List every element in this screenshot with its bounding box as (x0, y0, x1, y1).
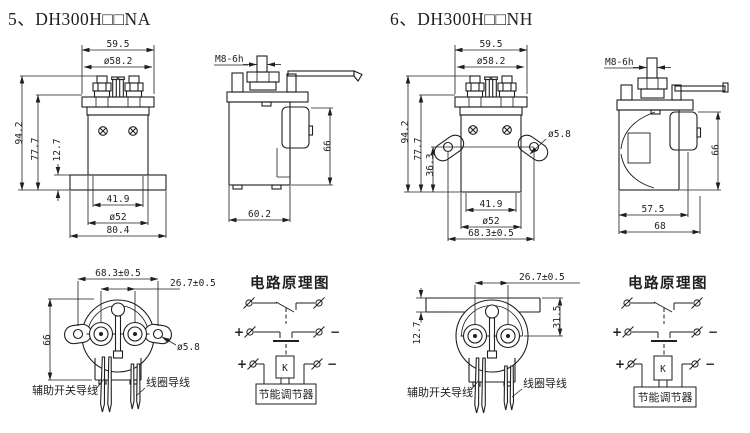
nh-side-dim-inner-depth: 57.5 (642, 204, 665, 215)
na-front-dim-top-width: 59.5 (107, 39, 130, 50)
na-bottom-view (63, 299, 173, 413)
nh-bottom-view (425, 297, 541, 414)
na-circuit-coil-label: K (282, 363, 288, 374)
nh-circuit-title: 电路原理图 (628, 274, 708, 292)
nh-circuit-coil-minus: − (705, 357, 715, 371)
nh-circuit-coil-label: K (660, 364, 666, 375)
nh-side-dimensions: M8-6h 66 57.5 68 (604, 57, 722, 235)
nh-front-dim-body-dia: ø52 (482, 216, 499, 227)
na-bottom-dim-hole-dia: ø5.8 (177, 342, 200, 353)
na-circuit-regulator-label: 节能调节器 (259, 387, 314, 401)
nh-circuit-regulator-label: 节能调节器 (638, 390, 693, 404)
nh-bottom-aux-wire-label: 辅助开关导线 (407, 385, 473, 399)
nh-bottom-dimensions: 26.7±0.5 12.7 31.5 辅助开关导线 线圈导线 (407, 272, 580, 399)
na-section-title: 5、DH300H□□NA (8, 9, 151, 29)
nh-front-dim-body-height: 77.7 (413, 138, 424, 161)
nh-front-dimensions: 59.5 ø58.2 94.2 77.7 36.3 ø5.8 41.9 ø52 … (400, 39, 571, 242)
nh-front-dim-top-width: 59.5 (480, 39, 503, 50)
nh-bottom-dim-terminal-pitch: 26.7±0.5 (519, 272, 565, 283)
nh-front-dim-hole-span: 68.3±0.5 (468, 228, 514, 239)
nh-bottom-dim-bracket-height: 31.5 (552, 306, 563, 329)
na-section: 5、DH300H□□NA 59.5 ø58.2 94.2 77.7 (8, 9, 363, 413)
nh-bottom-dim-bracket-thickness: 12.7 (412, 322, 423, 345)
na-circuit-main-minus: − (330, 325, 340, 339)
nh-section-title: 6、DH300H□□NH (390, 9, 533, 29)
nh-circuit-coil-plus: + (615, 357, 625, 371)
na-side-view (226, 55, 363, 190)
na-bottom-dimensions: 68.3±0.5 26.7±0.5 66 ø5.8 辅助开关导线 线圈导线 (32, 268, 216, 397)
na-side-dim-depth: 60.2 (248, 209, 271, 220)
na-front-dim-base-width: 80.4 (107, 225, 130, 236)
na-side-dimensions: M8-6h 66 60.2 (214, 54, 334, 223)
nh-side-dim-depth: 68 (654, 221, 666, 232)
na-front-dim-top-dia: ø58.2 (104, 56, 133, 67)
na-bottom-aux-wire-label: 辅助开关导线 (32, 383, 98, 397)
na-bottom-dim-height: 66 (42, 334, 53, 346)
na-circuit-diagram: 电路原理图 + − K 节能调节器 + − (234, 274, 340, 405)
nh-side-dim-height: 66 (711, 144, 722, 156)
na-circuit-coil-plus: + (237, 357, 247, 371)
nh-side-thread-label: M8-6h (605, 57, 634, 68)
na-circuit-main-plus: + (234, 325, 244, 339)
nh-circuit-main-minus: − (708, 325, 718, 339)
na-side-thread-label: M8-6h (215, 54, 244, 65)
na-front-view (69, 75, 167, 191)
nh-front-view (433, 75, 549, 193)
na-front-dimensions: 59.5 ø58.2 94.2 77.7 12.7 41.9 ø52 80.4 (14, 39, 167, 239)
na-front-dim-body-dia: ø52 (109, 212, 126, 223)
na-front-dim-flange-thickness: 12.7 (52, 139, 63, 162)
nh-circuit-diagram: 电路原理图 + − K 节能调节器 + − (612, 274, 718, 408)
nh-bottom-coil-wire-label: 线圈导线 (523, 376, 567, 390)
na-front-dim-total-height: 94.2 (14, 122, 25, 145)
nh-front-dim-terminal-span: 41.9 (480, 199, 503, 210)
nh-section: 6、DH300H□□NH 59.5 ø58.2 94.2 (390, 9, 729, 414)
nh-side-view (616, 57, 729, 191)
nh-circuit-main-plus: + (612, 325, 622, 339)
nh-front-dim-total-height: 94.2 (400, 121, 411, 144)
na-bottom-coil-wire-label: 线圈导线 (146, 375, 190, 389)
na-front-dim-body-height: 77.7 (30, 138, 41, 161)
na-circuit-title: 电路原理图 (250, 274, 330, 292)
na-bottom-dim-hole-span: 68.3±0.5 (95, 268, 141, 279)
nh-front-dim-hole-dia: ø5.8 (548, 129, 571, 140)
nh-front-dim-top-dia: ø58.2 (477, 56, 506, 67)
na-side-dim-height: 66 (323, 140, 334, 152)
nh-front-dim-ear-height: 36.3 (425, 154, 436, 177)
na-bottom-dim-terminal-pitch: 26.7±0.5 (170, 278, 216, 289)
na-circuit-coil-minus: − (327, 357, 337, 371)
na-front-dim-terminal-span: 41.9 (107, 194, 130, 205)
